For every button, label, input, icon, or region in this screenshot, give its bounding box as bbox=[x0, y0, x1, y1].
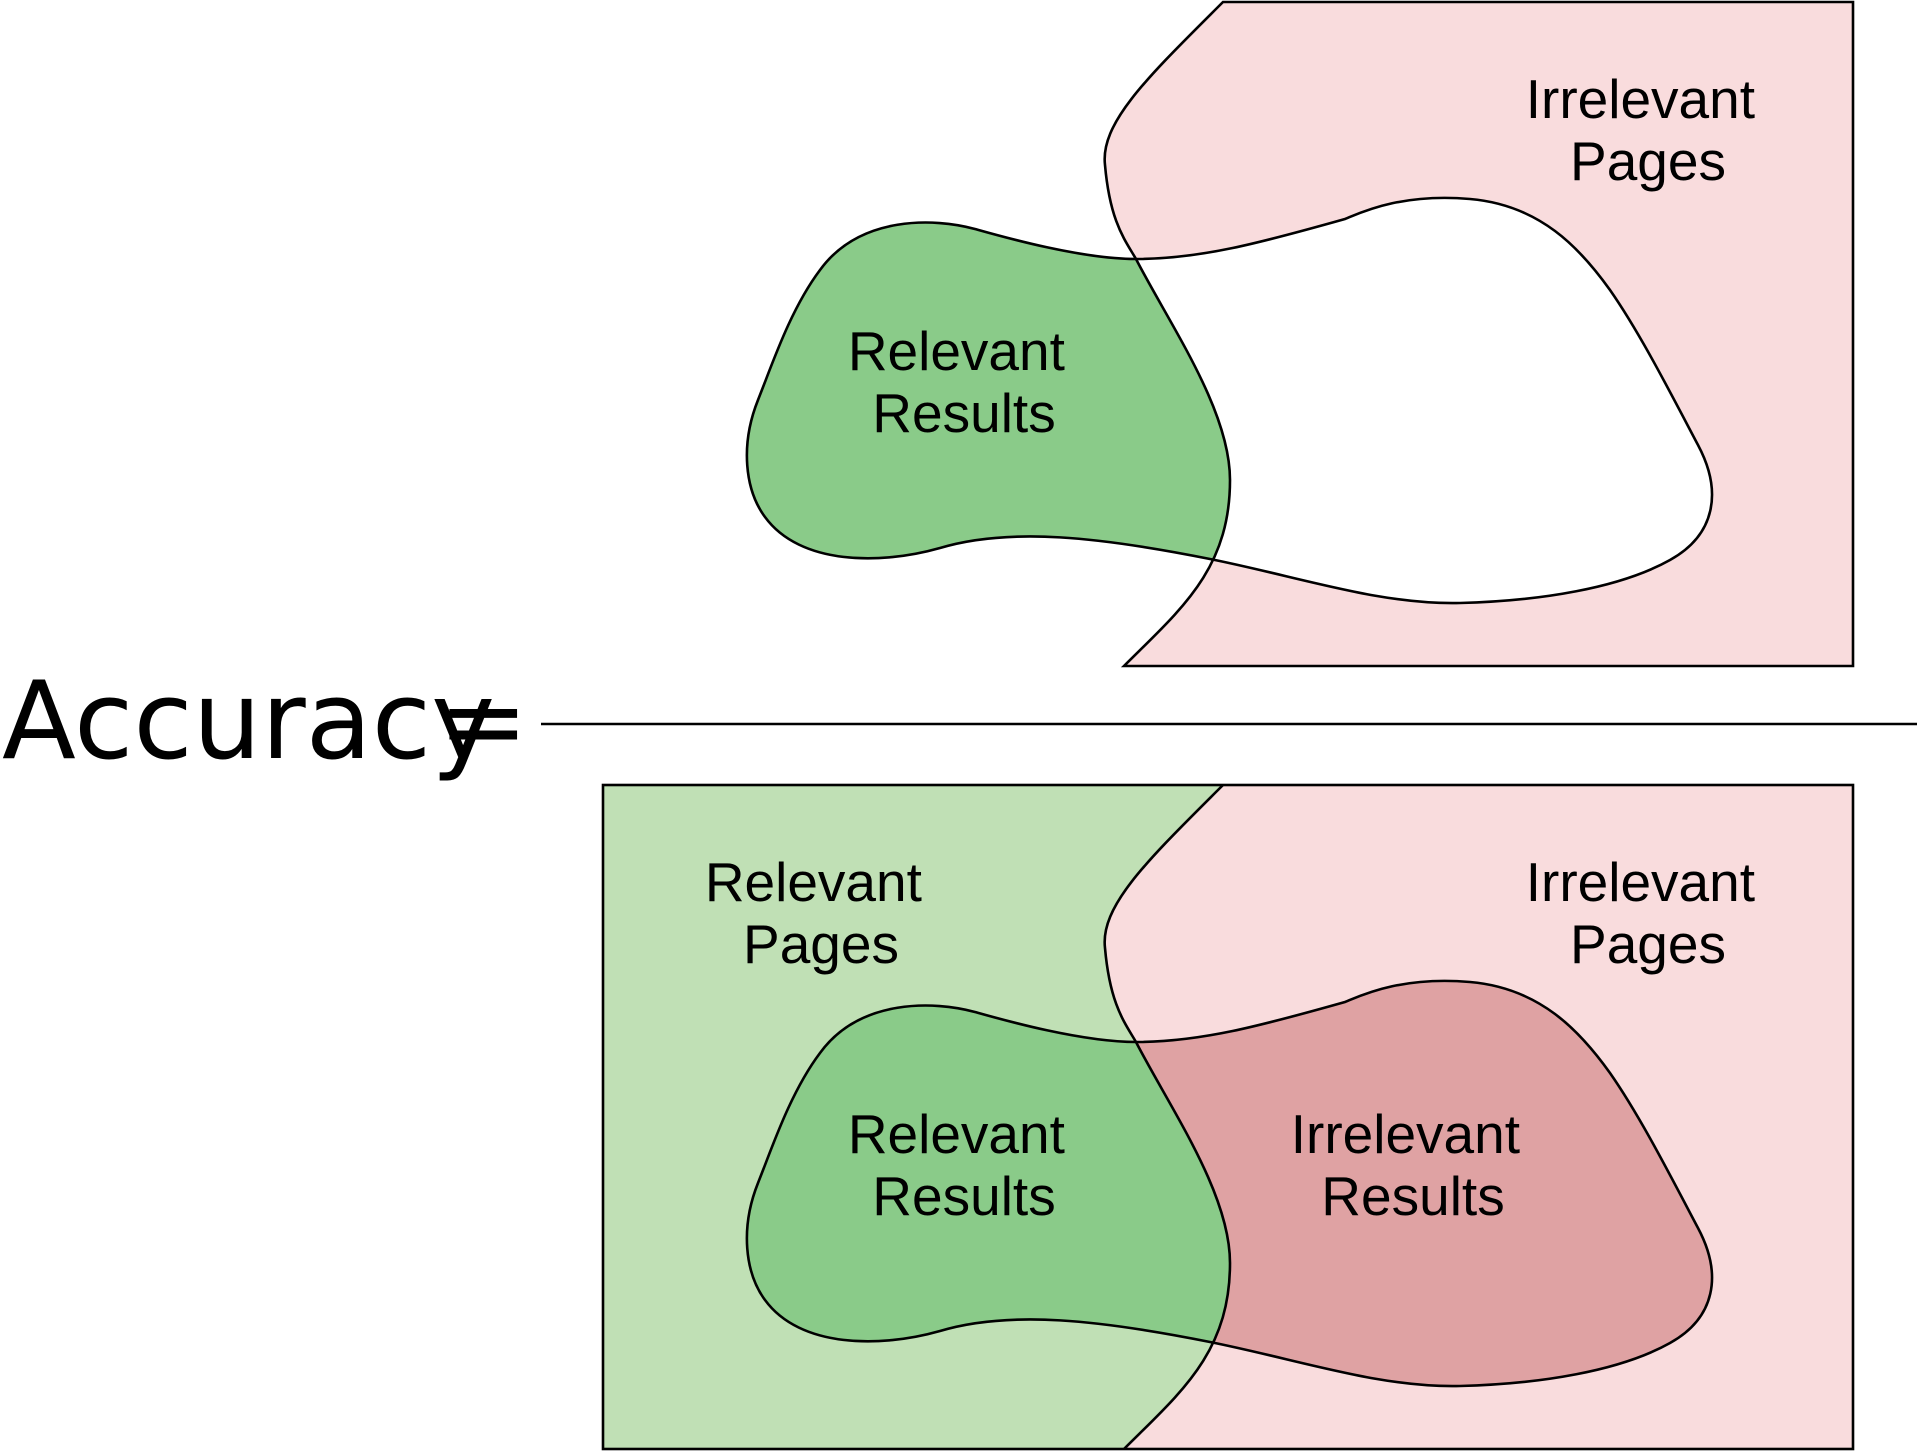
relevant-results-label: Relevant Results bbox=[848, 320, 1080, 444]
irrelevant-pages-label-denominator: Irrelevant Pages bbox=[1526, 851, 1771, 975]
irrelevant-pages-outline bbox=[1103, 0, 1855, 668]
relevant-results-label-denominator: Relevant Results bbox=[848, 1103, 1080, 1227]
denominator-diagram: Relevant Pages Irrelevant Pages Relevant… bbox=[601, 783, 1855, 1451]
relevant-pages-label: Relevant Pages bbox=[705, 851, 937, 975]
equals-sign: = bbox=[438, 659, 529, 784]
accuracy-label: Accuracy bbox=[2, 659, 495, 784]
numerator-diagram: Irrelevant Pages Relevant Results bbox=[745, 0, 1855, 668]
all-pages-outline bbox=[601, 783, 1855, 1451]
irrelevant-pages-label: Irrelevant Pages bbox=[1526, 68, 1771, 192]
irrelevant-results-label: Irrelevant Results bbox=[1291, 1103, 1536, 1227]
equation: Accuracy = bbox=[2, 659, 1917, 784]
